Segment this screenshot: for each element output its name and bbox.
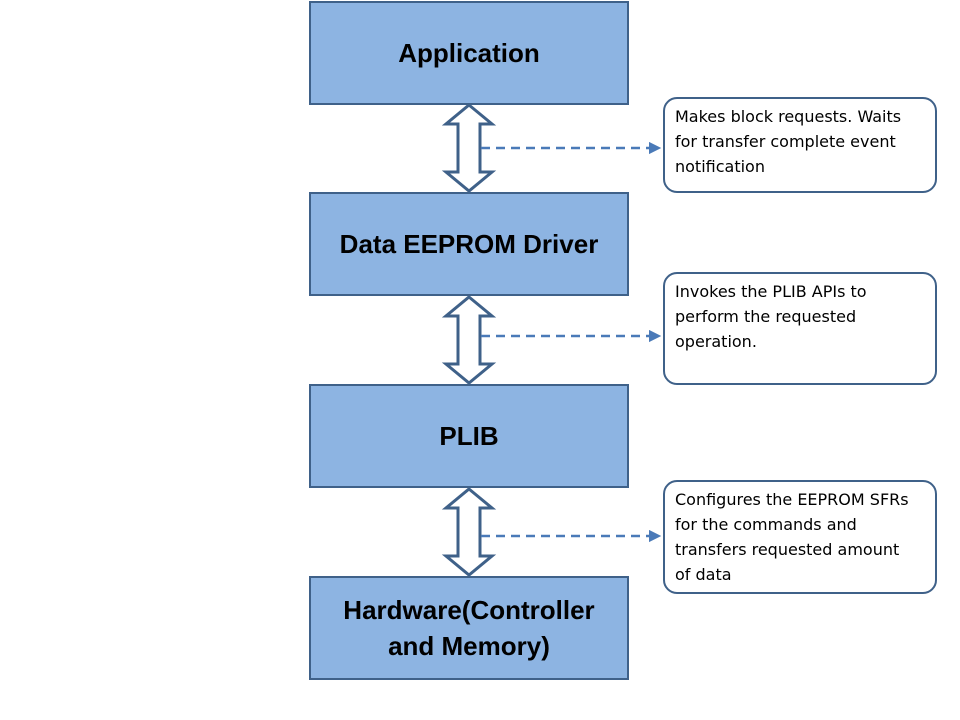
data-eeprom-driver-box: Data EEPROM Driver <box>309 192 629 296</box>
hardware-label: Hardware(Controller and Memory) <box>343 594 595 661</box>
data-eeprom-driver-label: Data EEPROM Driver <box>339 228 599 259</box>
application-box: Application <box>309 1 629 105</box>
plib-box: PLIB <box>309 384 629 488</box>
note-driver-plib: Invokes the PLIB APIs to perform the req… <box>663 272 937 385</box>
double-arrow-2 <box>441 295 497 385</box>
double-arrow-1 <box>441 103 497 193</box>
plib-label: PLIB <box>439 420 499 451</box>
note-plib-hardware: Configures the EEPROM SFRs for the comma… <box>663 480 937 594</box>
application-label: Application <box>398 37 540 68</box>
hardware-box: Hardware(Controller and Memory) <box>309 576 629 680</box>
double-arrow-3 <box>441 487 497 577</box>
note-application-driver: Makes block requests. Waits for transfer… <box>663 97 937 193</box>
